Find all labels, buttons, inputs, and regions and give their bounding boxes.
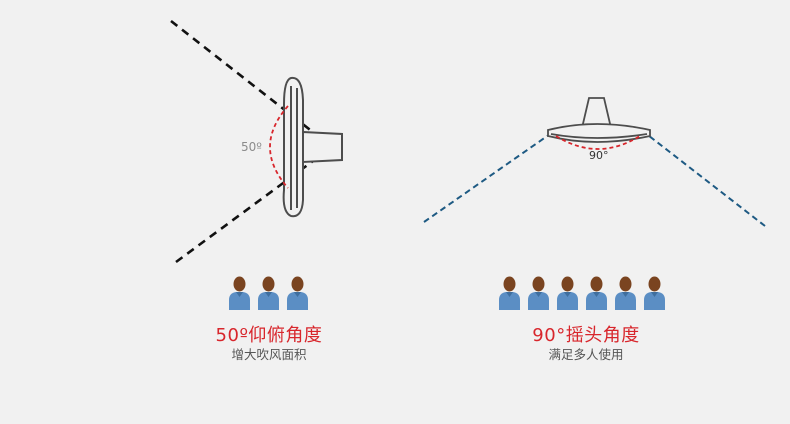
person-icon [615,276,636,310]
swing-caption-sub: 满足多人使用 [548,347,624,362]
fan-side-view [282,76,343,218]
person-icon [644,276,665,310]
person-icon [499,276,520,310]
swing-angle-arc [555,135,641,150]
swing-caption-title: 90°摇头角度 [532,325,640,346]
tilt-caption-sub: 增大吹风面积 [231,347,307,362]
swing-angle-label: 90° [589,149,609,162]
fan-top-view [547,97,651,143]
tilt-angle-label: 50º [241,140,262,154]
person-icon [528,276,549,310]
person-icon [586,276,607,310]
swing-right-line [643,131,766,227]
tilt-angle-arc [269,105,289,189]
person-icon [287,276,308,310]
tilt-caption-title: 50º仰俯角度 [215,325,323,346]
people-group-left [228,276,309,310]
tilt-lower-line [175,145,333,264]
person-icon [229,276,250,310]
swing-left-line [423,131,554,223]
people-group-right [498,276,666,310]
person-icon [258,276,279,310]
tilt-upper-line [170,19,333,149]
person-icon [557,276,578,310]
